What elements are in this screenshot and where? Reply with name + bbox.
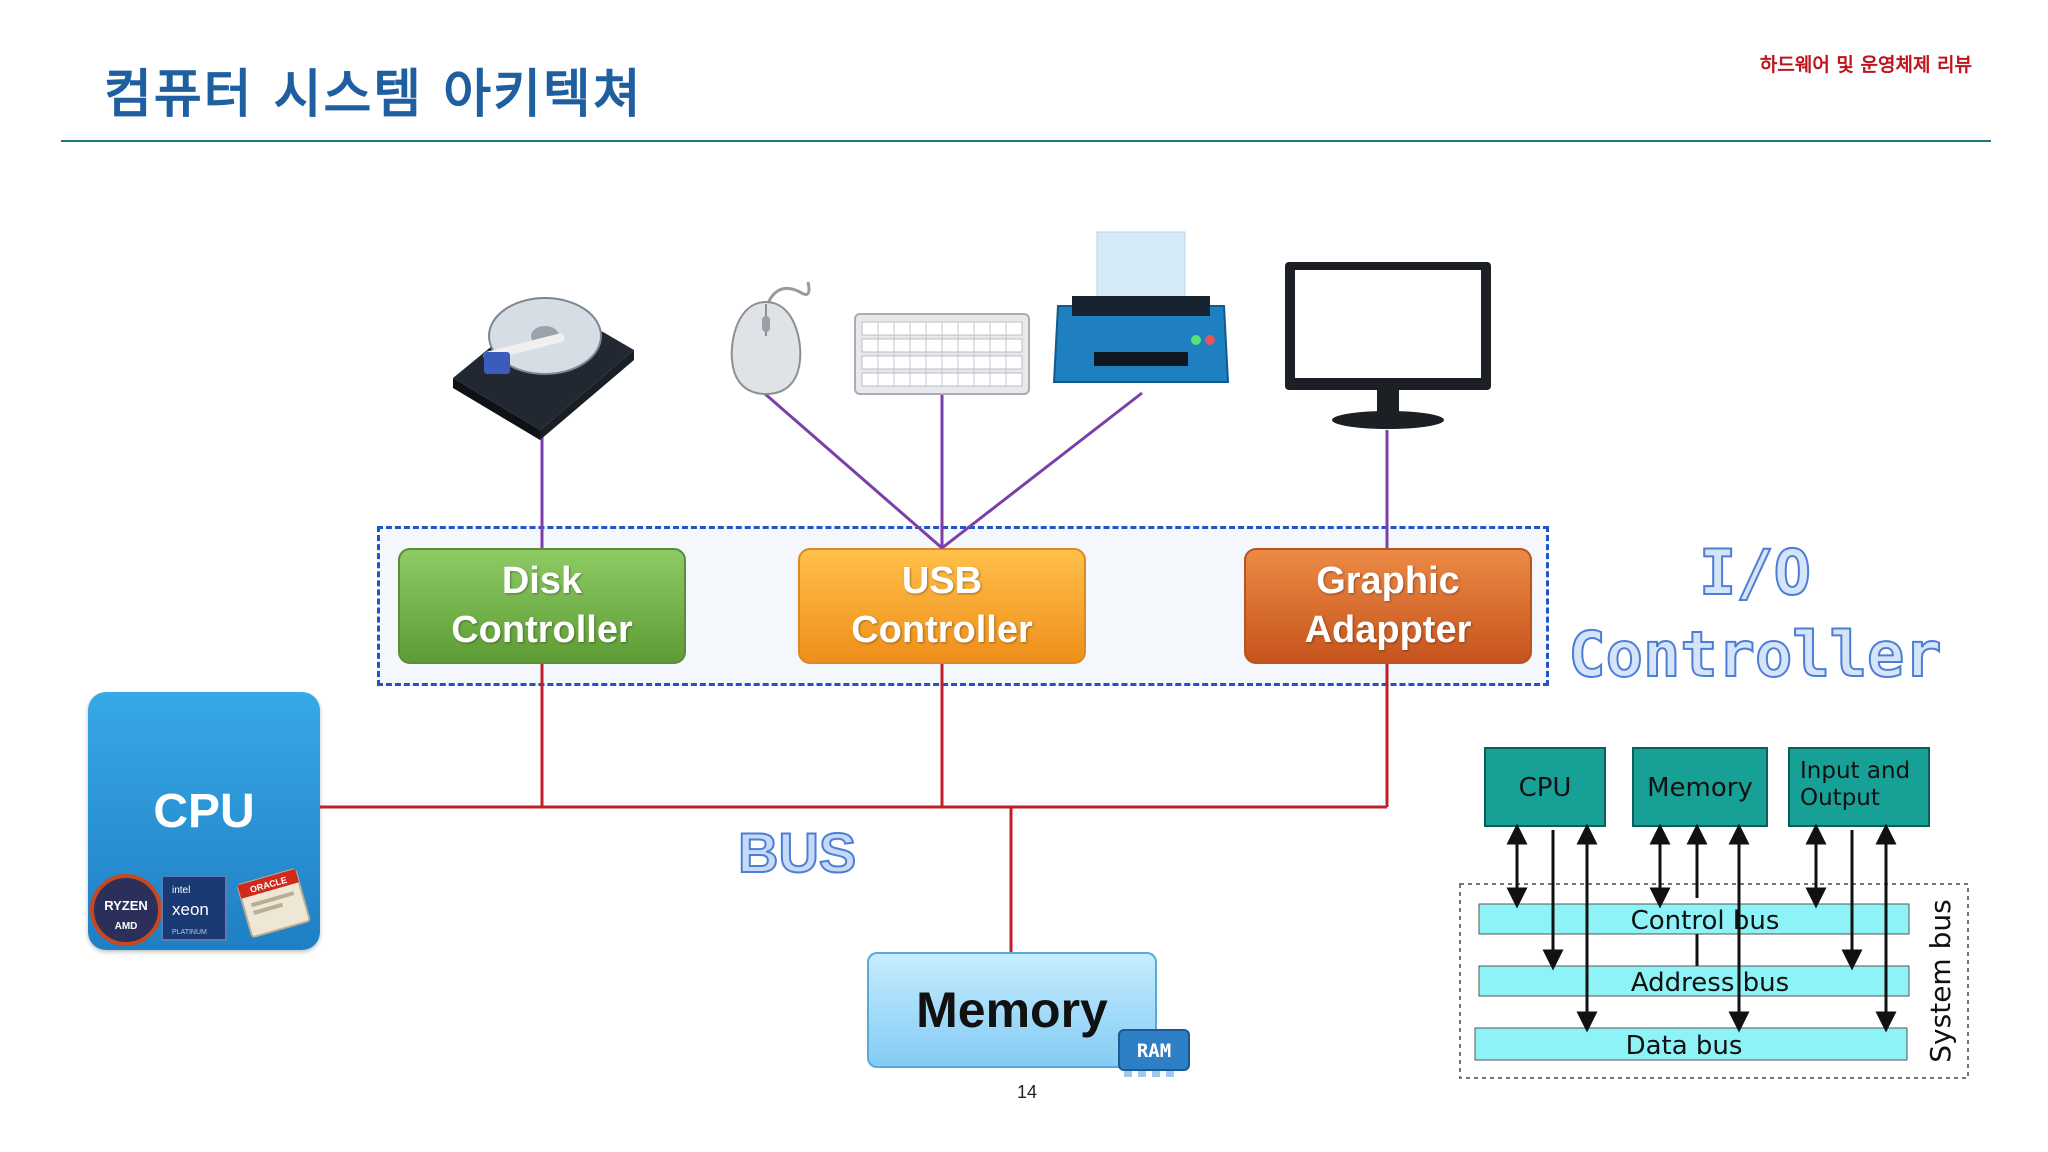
sb-memory-box: Memory: [1647, 773, 1753, 803]
page-title: 컴퓨터 시스템 아키텍쳐: [104, 65, 643, 125]
memory-block: Memory: [867, 952, 1157, 1068]
cpu-vendor-logos: RYZEN AMD intel xeon PLATINUM ORACLE: [90, 868, 311, 946]
monitor-icon: [1285, 262, 1491, 429]
printer-icon: [1052, 231, 1230, 383]
sb-address-bus: Address bus: [1631, 968, 1789, 998]
sb-io-box-line1: Input and: [1800, 758, 1910, 784]
mouse-icon: [730, 281, 811, 396]
header-divider: [61, 140, 1991, 142]
system-bus-diagram: CPU Memory Input and Output Control bus …: [1459, 747, 1969, 1079]
ryzen-text: RYZEN: [104, 898, 148, 913]
sb-cpu-box: CPU: [1519, 773, 1572, 803]
ram-text: RAM: [1137, 1040, 1171, 1062]
page-number: 14: [1017, 1082, 1038, 1102]
cpu-label: CPU: [153, 785, 255, 838]
ram-chip-icon: RAM: [1118, 1029, 1190, 1077]
memory-label: Memory: [916, 982, 1108, 1038]
device-lines: [540, 391, 1389, 550]
sb-side-label: System bus: [1924, 899, 1957, 1062]
xeon-text: xeon: [172, 900, 209, 919]
sb-io-box-line2: Output: [1800, 785, 1880, 811]
bus-label: BUS: [737, 820, 857, 885]
system-bus-lines: [320, 664, 1389, 952]
amd-text: AMD: [115, 921, 138, 932]
hard-disk-icon: [453, 297, 634, 440]
keyboard-icon: [854, 313, 1030, 395]
platinum-text: PLATINUM: [172, 929, 207, 936]
sb-data-bus: Data bus: [1626, 1031, 1743, 1061]
course-label: 하드웨어 및 운영체제 리뷰: [1759, 54, 1972, 76]
intel-text: intel: [172, 885, 190, 896]
io-controller-label: I/O Controller: [1567, 535, 1942, 692]
sb-control-bus: Control bus: [1631, 906, 1780, 936]
